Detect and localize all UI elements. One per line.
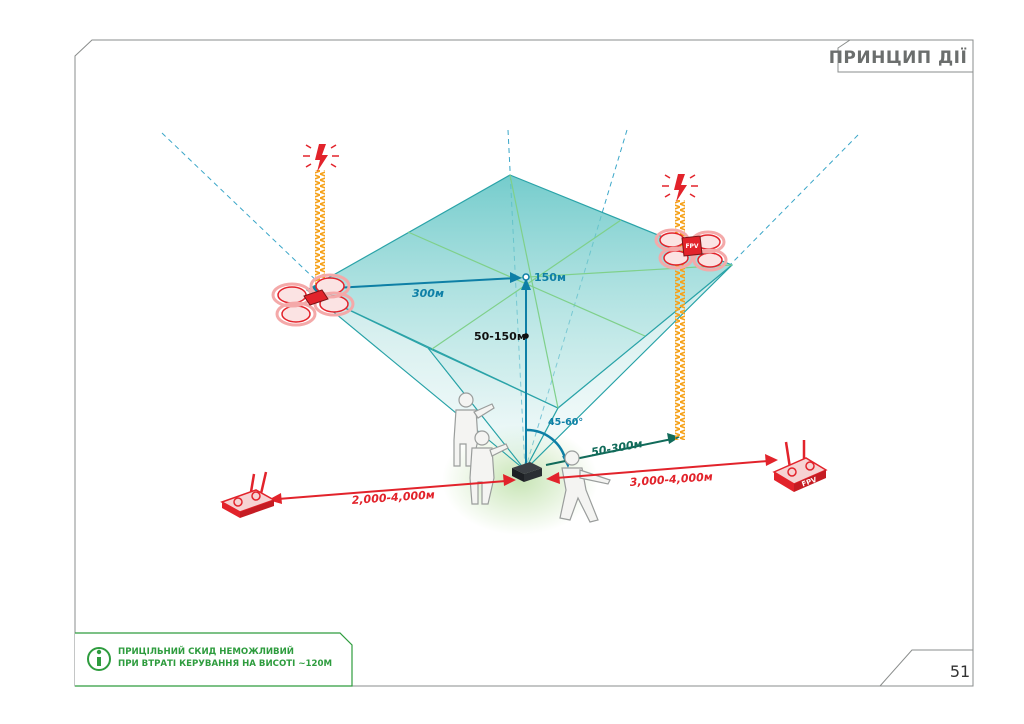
note-line-2: ПРИ ВТРАТІ КЕРУВАННЯ НА ВИСОТІ ~120М [118,659,333,669]
note-box [75,632,353,687]
height-arrow [521,273,531,465]
section-title: ПРИНЦИП ДІЇ [828,48,968,68]
ground-range-label: 50-300м [590,437,643,459]
soldier-icons [453,392,611,523]
note-line-1: ПРИЦІЛЬНИЙ СКИД НЕМОЖЛИВИЙ [118,647,294,657]
angle-label: 45-60° [548,417,583,428]
drone-icon-left [271,273,355,327]
soldier-icon-3 [559,450,611,523]
fpv-controller-icon: FPV [772,440,828,492]
controller-icon-left [220,471,276,518]
controller-left-range-arrow [268,474,516,504]
controller-right-range-label: 3,000-4,000м [629,470,713,489]
radius-label: 300м [412,287,444,300]
jammer-device-icon [512,462,542,482]
controller-left-range-label: 2,000-4,000м [351,488,435,507]
fpv-drone-tag: FPV [685,243,698,250]
height-max-label: 150м [534,271,566,284]
info-icon [87,647,111,671]
note-text: ПРИЦІЛЬНИЙ СКИД НЕМОЖЛИВИЙ ПРИ ВТРАТІ КЕ… [118,646,358,670]
height-range-label: 50-150м [474,330,526,343]
lightning-icon-right [662,174,698,202]
coverage-plane [305,174,734,409]
soldier-icon-2 [469,430,509,505]
controller-right-range-arrow [546,454,778,484]
signal-beams [315,170,685,440]
page-frame [74,39,974,687]
page-number: 51 [949,662,971,681]
fpv-drone-icon: FPV [654,228,728,272]
lightning-icon-left [303,144,339,172]
